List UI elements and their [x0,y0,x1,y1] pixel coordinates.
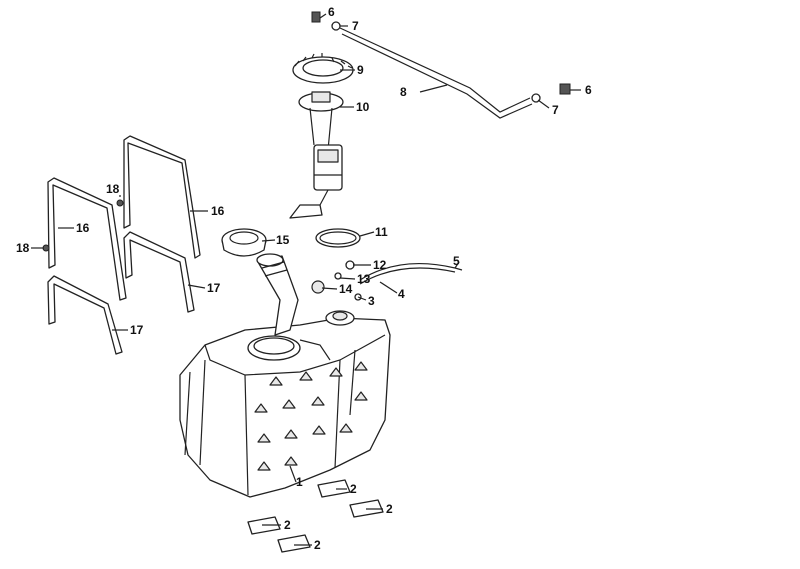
fuel-line [359,262,463,285]
vent-hose [339,27,533,119]
callout-2: 2 [314,538,321,552]
leader-lines [31,13,581,546]
callout-18: 18 [16,241,30,255]
callout-5: 5 [453,254,460,268]
callout-9: 9 [357,63,364,77]
callout-labels: 1 2 2 2 2 3 4 5 6 7 8 9 10 11 12 13 14 1… [16,5,592,552]
rubber-pads [247,479,384,553]
callout-15: 15 [276,233,290,247]
callout-2: 2 [284,518,291,532]
callout-17: 17 [207,281,221,295]
callout-16: 16 [211,204,225,218]
callout-2: 2 [350,482,357,496]
bolts [42,199,124,252]
callout-2: 2 [386,502,393,516]
callout-13: 13 [357,272,371,286]
tank-dimples [254,361,368,471]
callout-7: 7 [352,19,359,33]
hose-fittings [311,11,571,103]
filler-cap [221,228,267,257]
callout-8: 8 [400,85,407,99]
callout-12: 12 [373,258,387,272]
callout-4: 4 [398,287,405,301]
fittings-small [311,260,362,301]
fuel-tank [179,310,391,498]
callout-17: 17 [130,323,144,337]
tank-straps [47,135,201,355]
callout-16: 16 [76,221,90,235]
callout-14: 14 [339,282,353,296]
fuel-pump-assembly [289,91,344,219]
callout-1: 1 [296,475,303,489]
filler-neck [256,253,299,336]
callout-3: 3 [368,294,375,308]
lock-ring [292,53,354,84]
callout-10: 10 [356,100,370,114]
callout-11: 11 [375,225,388,239]
callout-7: 7 [552,103,559,117]
callout-6: 6 [585,83,592,97]
pump-seal [315,228,361,248]
callout-6: 6 [328,5,335,19]
callout-18: 18 [106,182,120,196]
